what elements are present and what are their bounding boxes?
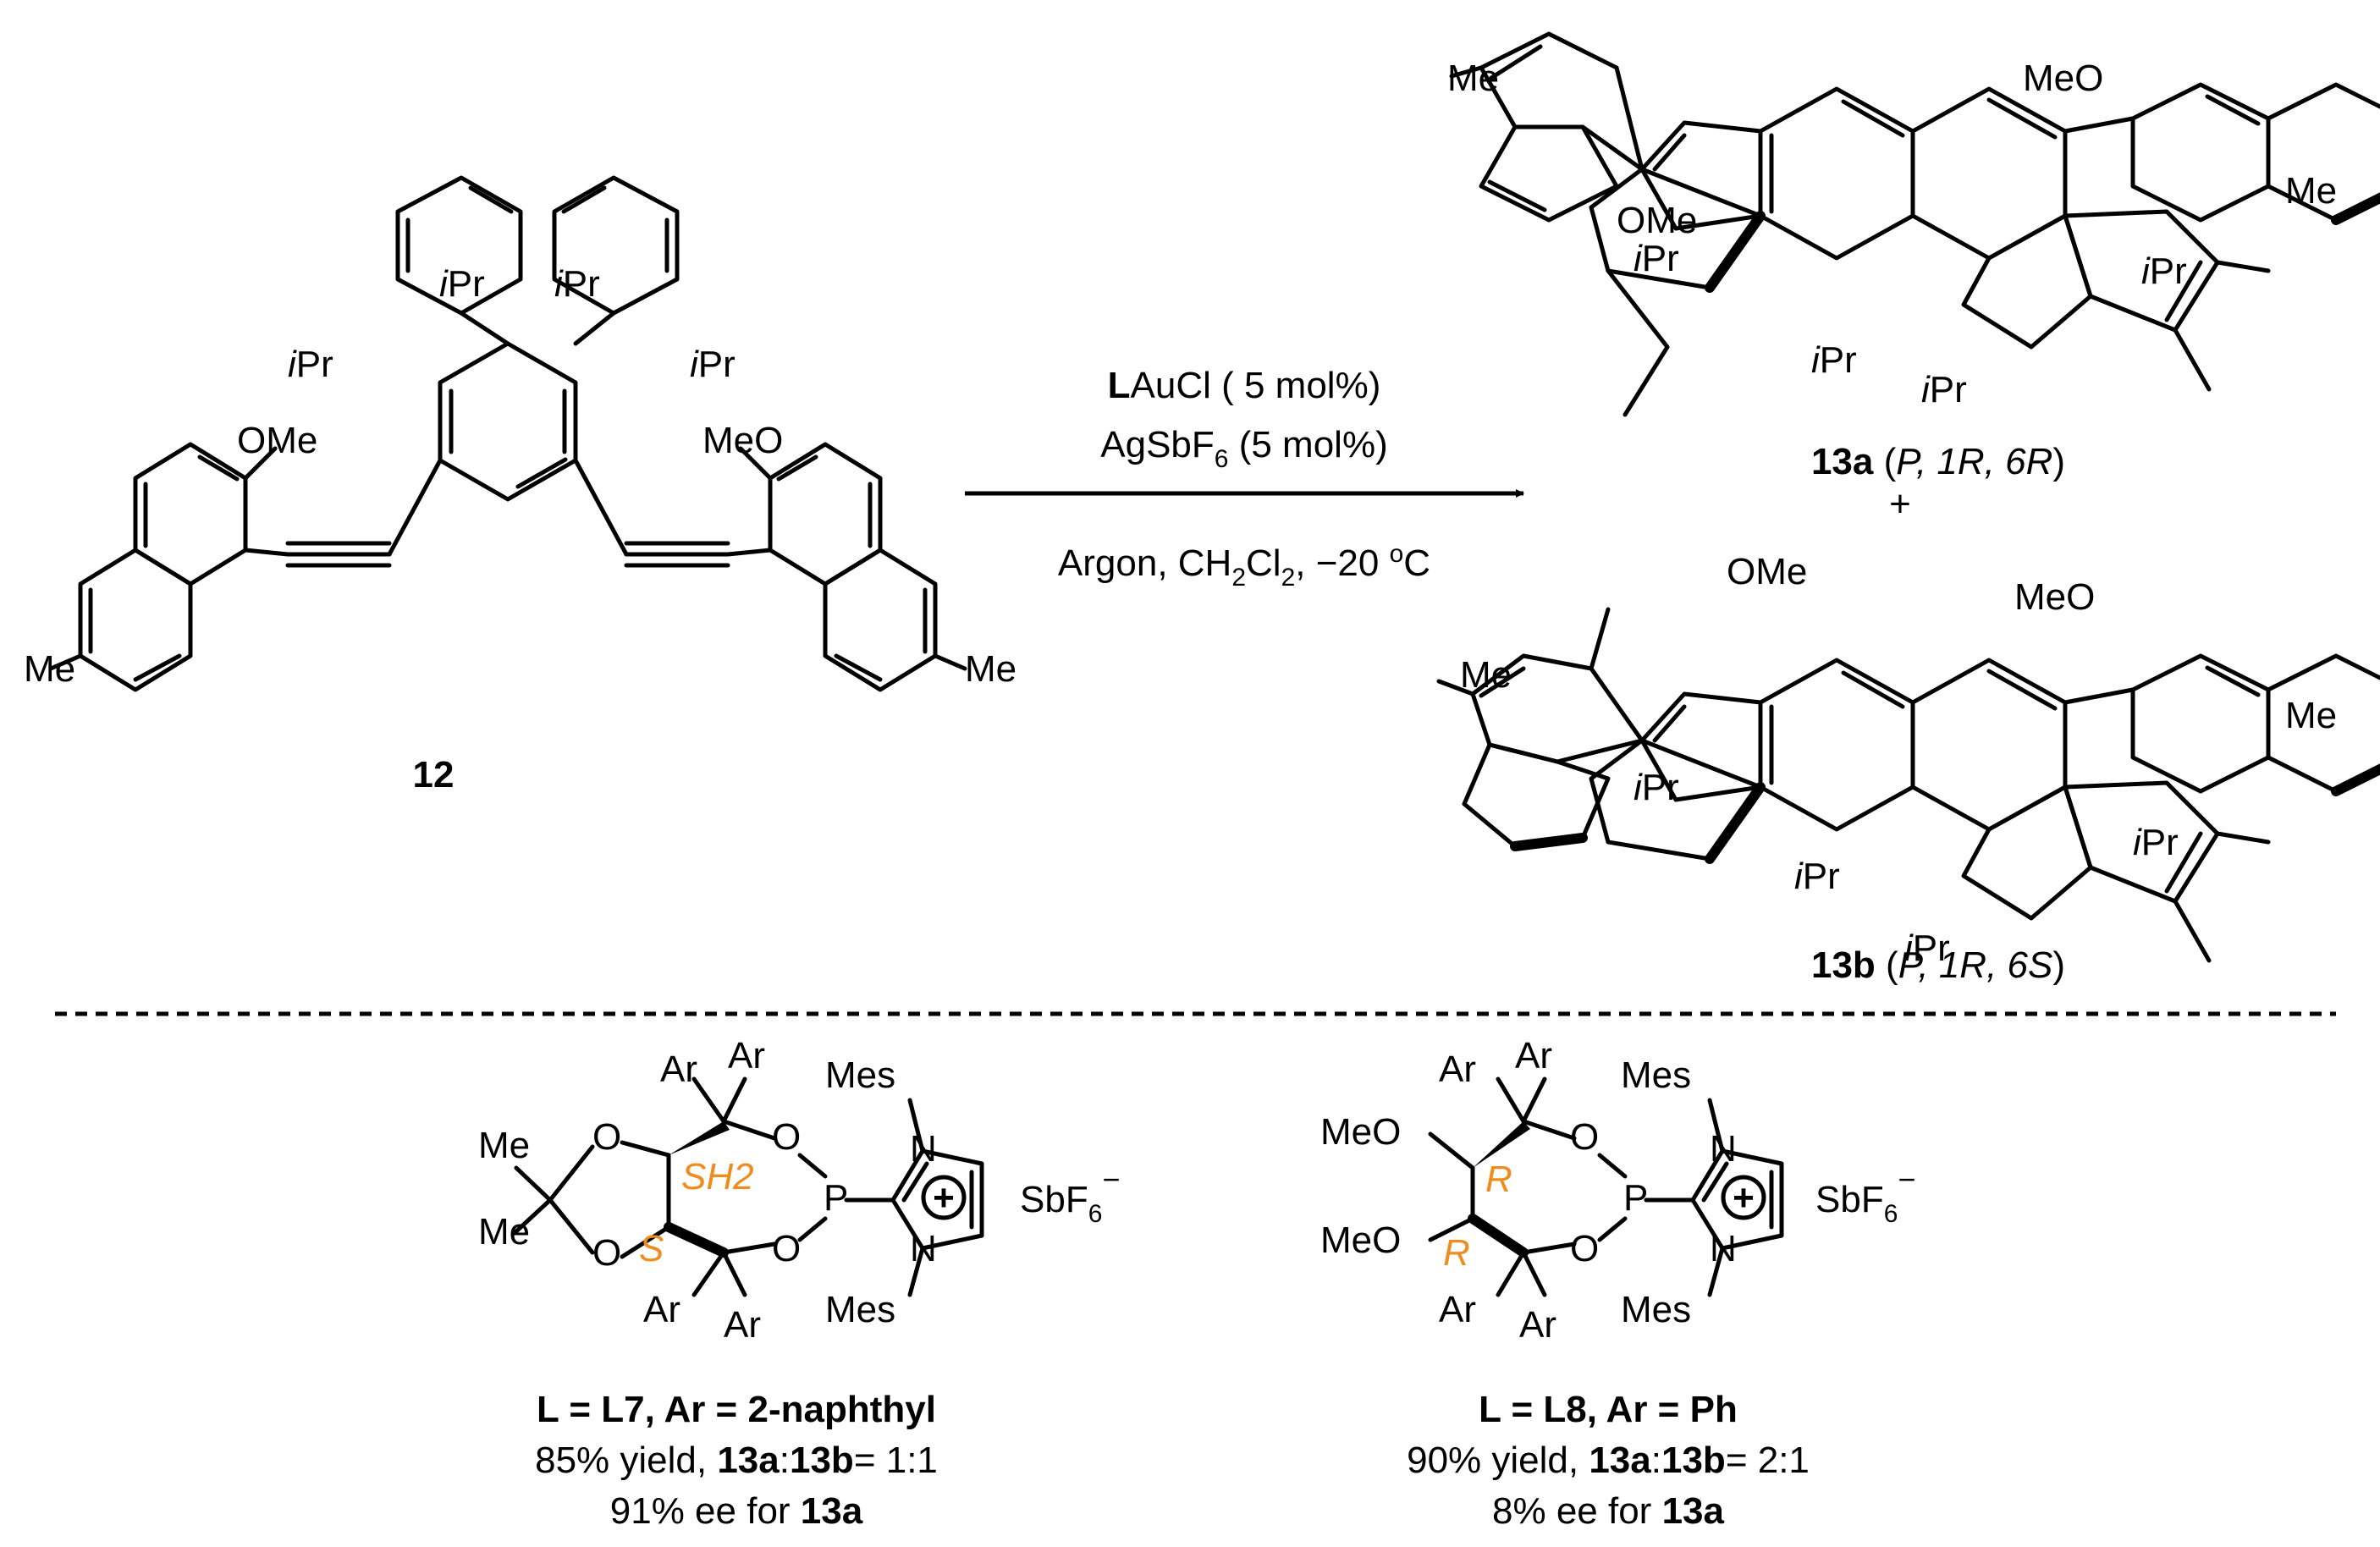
plus-charge: + xyxy=(933,1177,955,1219)
ipr-label: iPr xyxy=(1633,767,1679,808)
ar-label: Ar xyxy=(643,1289,680,1330)
stereo-label: S xyxy=(639,1228,664,1269)
ar-label: Ar xyxy=(1439,1049,1476,1090)
mes-label: Mes xyxy=(825,1289,895,1330)
ipr-label: iPr xyxy=(288,344,333,385)
ipr-label: iPr xyxy=(690,344,735,385)
wedge-bond xyxy=(664,1222,729,1258)
plus-sign: + xyxy=(1889,483,1911,525)
wedge-bond xyxy=(1705,211,1766,293)
nitrogen-label: N xyxy=(910,1128,937,1170)
ligand-l7-title: L = L7, Ar = 2-naphthyl xyxy=(537,1389,936,1430)
ipr-label: iPr xyxy=(439,263,485,305)
ipr-label: iPr xyxy=(1921,369,1967,410)
product-13a-bonds xyxy=(1449,31,2380,417)
wedge-bond xyxy=(1705,782,1766,864)
ome-label: OMe xyxy=(237,420,317,461)
meo-label: MeO xyxy=(2014,576,2095,618)
reactant-12-structure: OMe MeO Me Me iPr iPr iPr iPr 12 xyxy=(24,175,1016,796)
wedge-bond xyxy=(669,1121,730,1155)
me-label: Me xyxy=(965,648,1016,690)
ipr-label: iPr xyxy=(2133,822,2179,863)
reaction-arrow-group: LAuCl ( 5 mol%) AgSbF6 (5 mol%) Argon, C… xyxy=(965,365,1524,592)
reactant-bonds xyxy=(48,175,967,692)
ar-label: Ar xyxy=(660,1049,697,1090)
ligand-l7-yield: 85% yield, 13a:13b= 1:1 xyxy=(535,1440,938,1481)
meo-label: MeO xyxy=(2023,58,2103,99)
compound-label-13b: 13b (P, 1R, 6S) xyxy=(1811,944,2065,986)
ar-label: Ar xyxy=(1439,1289,1476,1330)
meo-label: MeO xyxy=(1320,1219,1401,1261)
phosphorus-label: P xyxy=(824,1177,848,1219)
nitrogen-label: N xyxy=(1710,1128,1737,1170)
meo-label: MeO xyxy=(702,420,783,461)
compound-number-12: 12 xyxy=(413,754,455,796)
ipr-label: iPr xyxy=(1811,339,1857,381)
product-13b-structure: OMe Me MeO Me iPr iPr iPr iPr xyxy=(1436,551,2380,969)
product-13a-structure: Me OMe MeO Me iPr iPr iPr iPr xyxy=(1447,31,2380,417)
nitrogen-label: N xyxy=(910,1228,937,1269)
wedge-bond xyxy=(1468,1214,1529,1258)
meo-label: MeO xyxy=(1320,1111,1401,1153)
oxygen-label: O xyxy=(772,1116,801,1158)
ome-label: OMe xyxy=(1617,200,1697,241)
mes-label: Mes xyxy=(825,1054,895,1096)
wedge-bond xyxy=(1473,1121,1530,1168)
me-label: Me xyxy=(24,648,75,690)
ligand-l8-title: L = L8, Ar = Ph xyxy=(1479,1389,1738,1430)
oxygen-label: O xyxy=(1570,1116,1599,1158)
oxygen-label: O xyxy=(592,1232,621,1274)
compound-label-13a: 13a (P, 1R, 6R) xyxy=(1811,441,2065,482)
ligand-l7-ee: 91% ee for 13a xyxy=(610,1490,863,1532)
me-label: Me xyxy=(478,1211,530,1252)
product-13b-bonds xyxy=(1436,607,2380,963)
counterion-label: SbF6− xyxy=(1020,1162,1120,1228)
ipr-label: iPr xyxy=(1794,856,1840,897)
me-label: Me xyxy=(1460,654,1512,696)
additive-label: AgSbF6 (5 mol%) xyxy=(1100,424,1387,473)
me-label: Me xyxy=(478,1125,530,1166)
catalyst-label: LAuCl ( 5 mol%) xyxy=(1108,365,1381,406)
ligand-l8-ee: 8% ee for 13a xyxy=(1492,1490,1725,1532)
ipr-label: iPr xyxy=(1904,928,1950,969)
oxygen-label: O xyxy=(1570,1228,1599,1269)
wedge-bond xyxy=(2331,192,2380,225)
atmosphere-label: Argon, CH2Cl2, −20 oC xyxy=(1058,540,1430,592)
ar-label: Ar xyxy=(1515,1035,1552,1076)
ar-label: Ar xyxy=(728,1035,765,1076)
ligand-l8-structure: MeO MeO O O P N N + Ar Ar Ar Ar Mes Mes … xyxy=(1320,1035,1915,1346)
ome-label: OMe xyxy=(1727,551,1807,592)
me-label: Me xyxy=(2285,695,2337,736)
stereo-label: SH2 xyxy=(681,1156,754,1197)
stereo-label: R xyxy=(1485,1159,1512,1200)
ligand-l7-structure: Me Me O O O O P N N + Ar Ar Ar Ar Mes Me… xyxy=(478,1035,1120,1346)
mes-label: Mes xyxy=(1621,1054,1691,1096)
phosphorus-label: P xyxy=(1623,1177,1648,1219)
wedge-bond xyxy=(1510,833,1588,851)
nitrogen-label: N xyxy=(1710,1228,1737,1269)
ipr-label: iPr xyxy=(1633,238,1679,279)
ar-label: Ar xyxy=(724,1304,761,1346)
mes-label: Mes xyxy=(1621,1289,1691,1330)
ipr-label: iPr xyxy=(2141,250,2187,292)
stereo-label: R xyxy=(1443,1232,1470,1274)
oxygen-label: O xyxy=(592,1116,621,1158)
oxygen-label: O xyxy=(772,1228,801,1269)
ligand-l8-yield: 90% yield, 13a:13b= 2:1 xyxy=(1407,1440,1810,1481)
me-label: Me xyxy=(2285,170,2337,212)
ipr-label: iPr xyxy=(554,263,600,305)
ar-label: Ar xyxy=(1519,1304,1556,1346)
counterion-label: SbF6− xyxy=(1815,1162,1915,1228)
wedge-bond xyxy=(2331,763,2380,796)
plus-charge: + xyxy=(1733,1177,1755,1219)
me-label: Me xyxy=(1447,58,1499,99)
